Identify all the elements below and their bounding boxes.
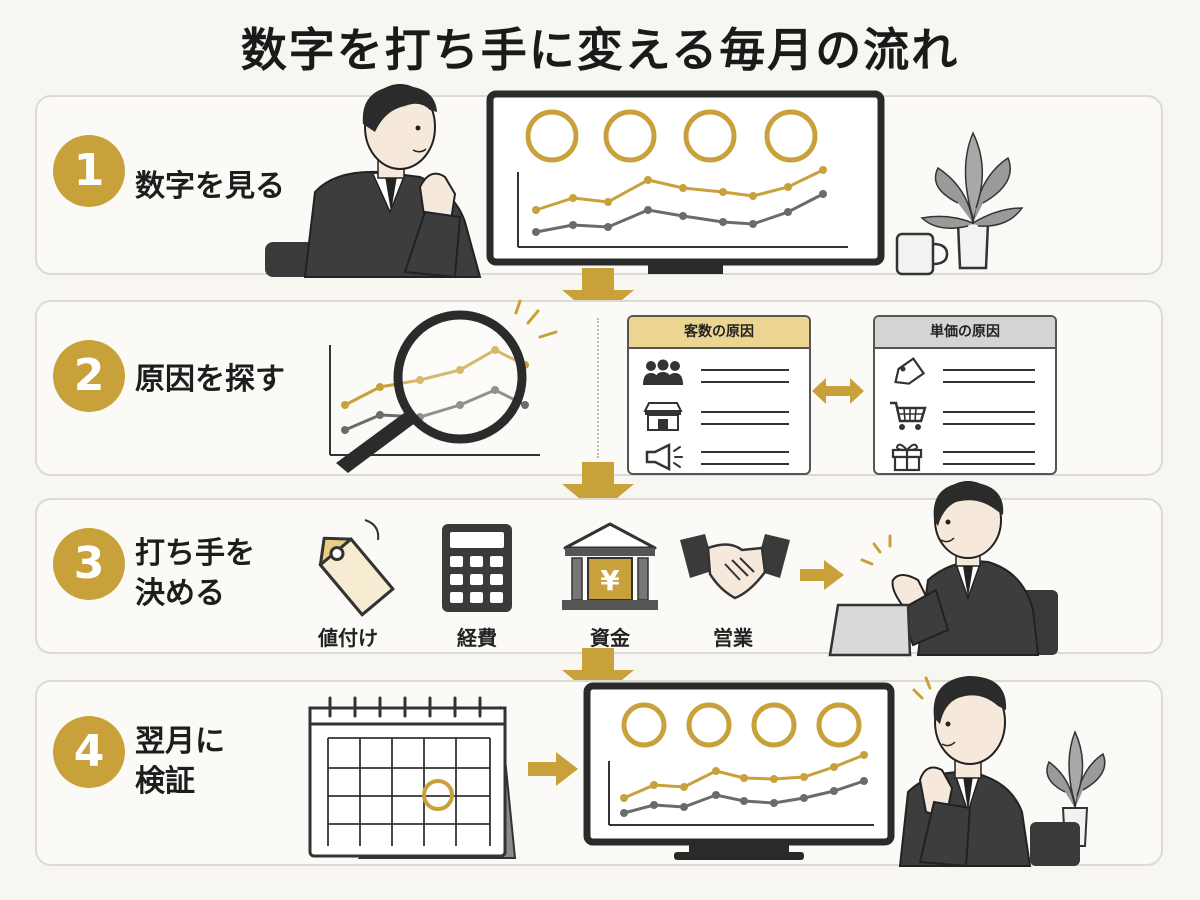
cart-icon: [890, 401, 927, 430]
step-number-badge: 2: [53, 340, 125, 412]
placeholder-line: [701, 369, 789, 371]
gift-icon: [891, 443, 923, 472]
cause-box-unit-price: 単価の原因: [873, 315, 1057, 475]
cause-box-customers: 客数の原因: [627, 315, 811, 475]
lever-label: 資金: [590, 626, 630, 650]
arrow-down-icon: [562, 268, 634, 320]
placeholder-line: [701, 423, 789, 425]
placeholder-line: [943, 451, 1035, 453]
placeholder-line: [943, 463, 1035, 465]
dashboard-monitor: [486, 90, 885, 274]
page-title: 数字を打ち手に変える毎月の流れ: [240, 23, 960, 77]
calculator-icon: [442, 524, 512, 612]
calendar-icon: [308, 696, 517, 859]
megaphone-icon: [645, 442, 683, 472]
plant-icon: [1046, 730, 1106, 847]
lever-label: 経費: [457, 626, 497, 650]
yen-glyph: ¥: [600, 564, 620, 597]
placeholder-line: [701, 451, 789, 453]
confident-person-icon: [828, 481, 1058, 657]
thinking-person-icon: [898, 676, 1080, 868]
placeholder-line: [701, 381, 789, 383]
cause-box-title: 客数の原因: [629, 317, 809, 349]
bank-icon: ¥: [562, 522, 658, 610]
lever-label: 営業: [713, 626, 753, 650]
magnifier-chart-icon: [329, 299, 558, 473]
lever-label: 値付け: [318, 626, 378, 650]
step-label: 打ち手を 決める: [135, 536, 255, 611]
dotted-divider: [597, 318, 599, 458]
store-icon: [643, 402, 683, 431]
step-label: 数字を見る: [135, 169, 285, 204]
people-icon: [643, 359, 683, 385]
placeholder-line: [943, 423, 1035, 425]
double-arrow-icon: [812, 378, 864, 404]
coffee-mug-icon: [895, 232, 949, 276]
price-tag-icon: [894, 357, 926, 385]
arrow-down-icon: [562, 462, 634, 514]
placeholder-line: [701, 411, 789, 413]
plant-icon: [920, 131, 1024, 270]
cause-box-title: 単価の原因: [875, 317, 1055, 349]
arrow-down-icon: [562, 648, 634, 700]
dashboard-monitor: [583, 682, 895, 860]
arrow-right-icon: [528, 752, 578, 786]
step-label: 翌月に 検証: [135, 724, 225, 799]
step-number-badge: 1: [53, 135, 125, 207]
step-number-badge: 4: [53, 716, 125, 788]
step-number-badge: 3: [53, 528, 125, 600]
thinking-person-icon: [265, 84, 482, 279]
placeholder-line: [701, 463, 789, 465]
handshake-icon: [680, 534, 790, 600]
placeholder-line: [943, 381, 1035, 383]
price-tag-icon: [318, 519, 395, 617]
arrow-right-icon: [800, 560, 844, 590]
placeholder-line: [943, 369, 1035, 371]
step-label: 原因を探す: [135, 362, 285, 397]
placeholder-line: [943, 411, 1035, 413]
